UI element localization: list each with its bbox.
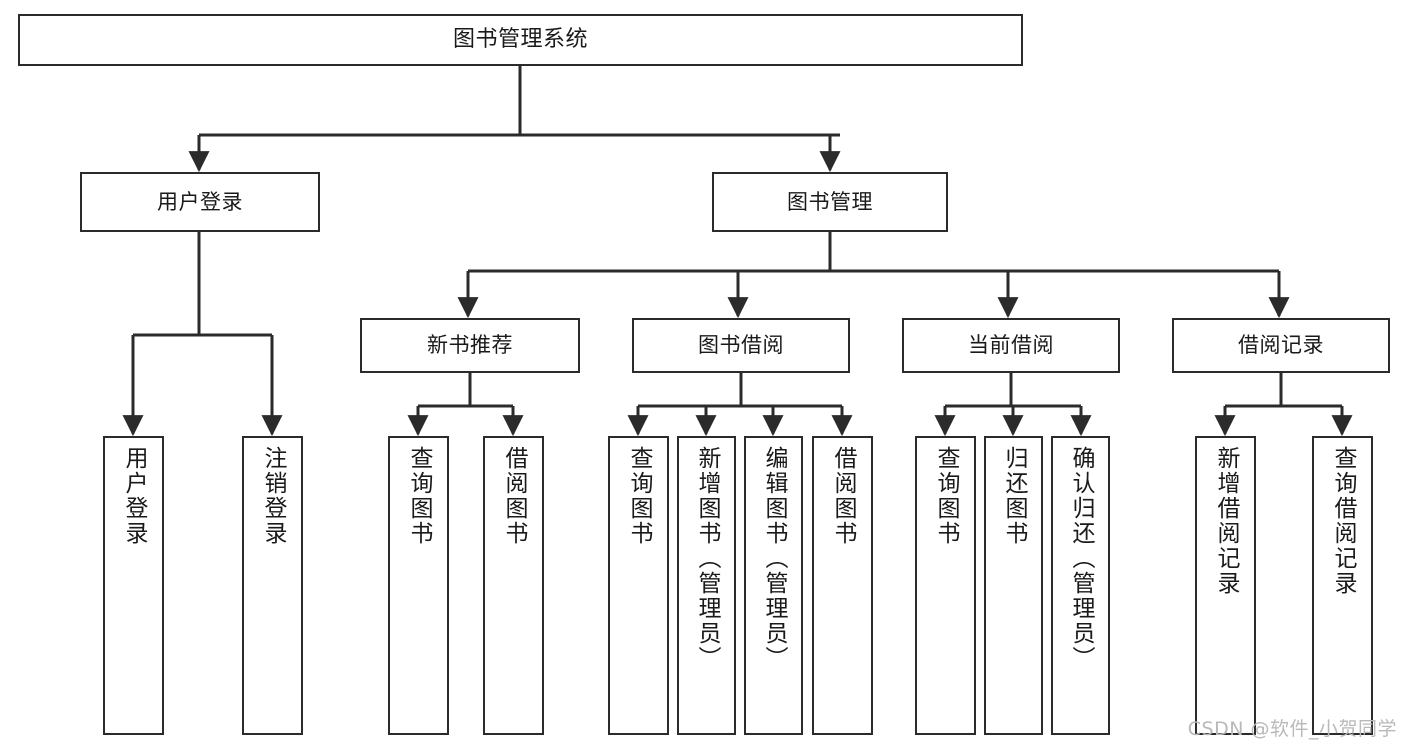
leaf-book-borrow-add[interactable]: 新增图书（管理员）	[677, 436, 736, 735]
node-book-management[interactable]: 图书管理	[712, 172, 948, 232]
node-new-book-recommend[interactable]: 新书推荐	[360, 318, 580, 373]
leaf-current-borrow-return[interactable]: 归还图书	[984, 436, 1043, 735]
node-root-system[interactable]: 图书管理系统	[18, 14, 1023, 66]
node-label: 借阅图书	[830, 446, 856, 546]
node-label: 新增图书（管理员）	[694, 446, 720, 671]
node-label: 新增借阅记录	[1213, 446, 1239, 596]
node-label: 新书推荐	[427, 333, 513, 358]
leaf-borrow-record-query[interactable]: 查询借阅记录	[1312, 436, 1373, 735]
node-label: 确认归还（管理员）	[1068, 446, 1094, 671]
node-label: 用户登录	[157, 189, 243, 214]
leaf-new-book-query[interactable]: 查询图书	[388, 436, 449, 735]
leaf-user-login-login[interactable]: 用户登录	[103, 436, 164, 735]
leaf-borrow-record-add[interactable]: 新增借阅记录	[1195, 436, 1256, 735]
leaf-new-book-borrow[interactable]: 借阅图书	[483, 436, 544, 735]
node-label: 借阅图书	[501, 446, 527, 546]
leaf-user-login-logout[interactable]: 注销登录	[242, 436, 303, 735]
node-borrow-record[interactable]: 借阅记录	[1172, 318, 1390, 373]
node-book-borrow[interactable]: 图书借阅	[632, 318, 850, 373]
leaf-current-borrow-confirm[interactable]: 确认归还（管理员）	[1051, 436, 1110, 735]
node-label: 当前借阅	[968, 333, 1054, 358]
node-label: 图书管理	[787, 189, 873, 214]
node-label: 图书借阅	[698, 333, 784, 358]
leaf-book-borrow-borrow[interactable]: 借阅图书	[812, 436, 873, 735]
node-label: 查询图书	[626, 446, 652, 546]
node-label: 注销登录	[260, 446, 286, 546]
node-label: 归还图书	[1001, 446, 1027, 546]
leaf-current-borrow-query[interactable]: 查询图书	[915, 436, 976, 735]
leaf-book-borrow-query[interactable]: 查询图书	[608, 436, 669, 735]
node-current-borrow[interactable]: 当前借阅	[902, 318, 1120, 373]
node-label: 查询图书	[406, 446, 432, 546]
watermark-text: CSDN @软件_小贺同学	[1187, 718, 1397, 740]
leaf-book-borrow-edit[interactable]: 编辑图书（管理员）	[744, 436, 803, 735]
node-label: 借阅记录	[1238, 333, 1324, 358]
node-label: 查询图书	[933, 446, 959, 546]
node-label: 编辑图书（管理员）	[761, 446, 787, 671]
node-user-login[interactable]: 用户登录	[80, 172, 320, 232]
node-label: 查询借阅记录	[1330, 446, 1356, 596]
node-label: 图书管理系统	[452, 27, 588, 53]
node-label: 用户登录	[121, 446, 147, 546]
